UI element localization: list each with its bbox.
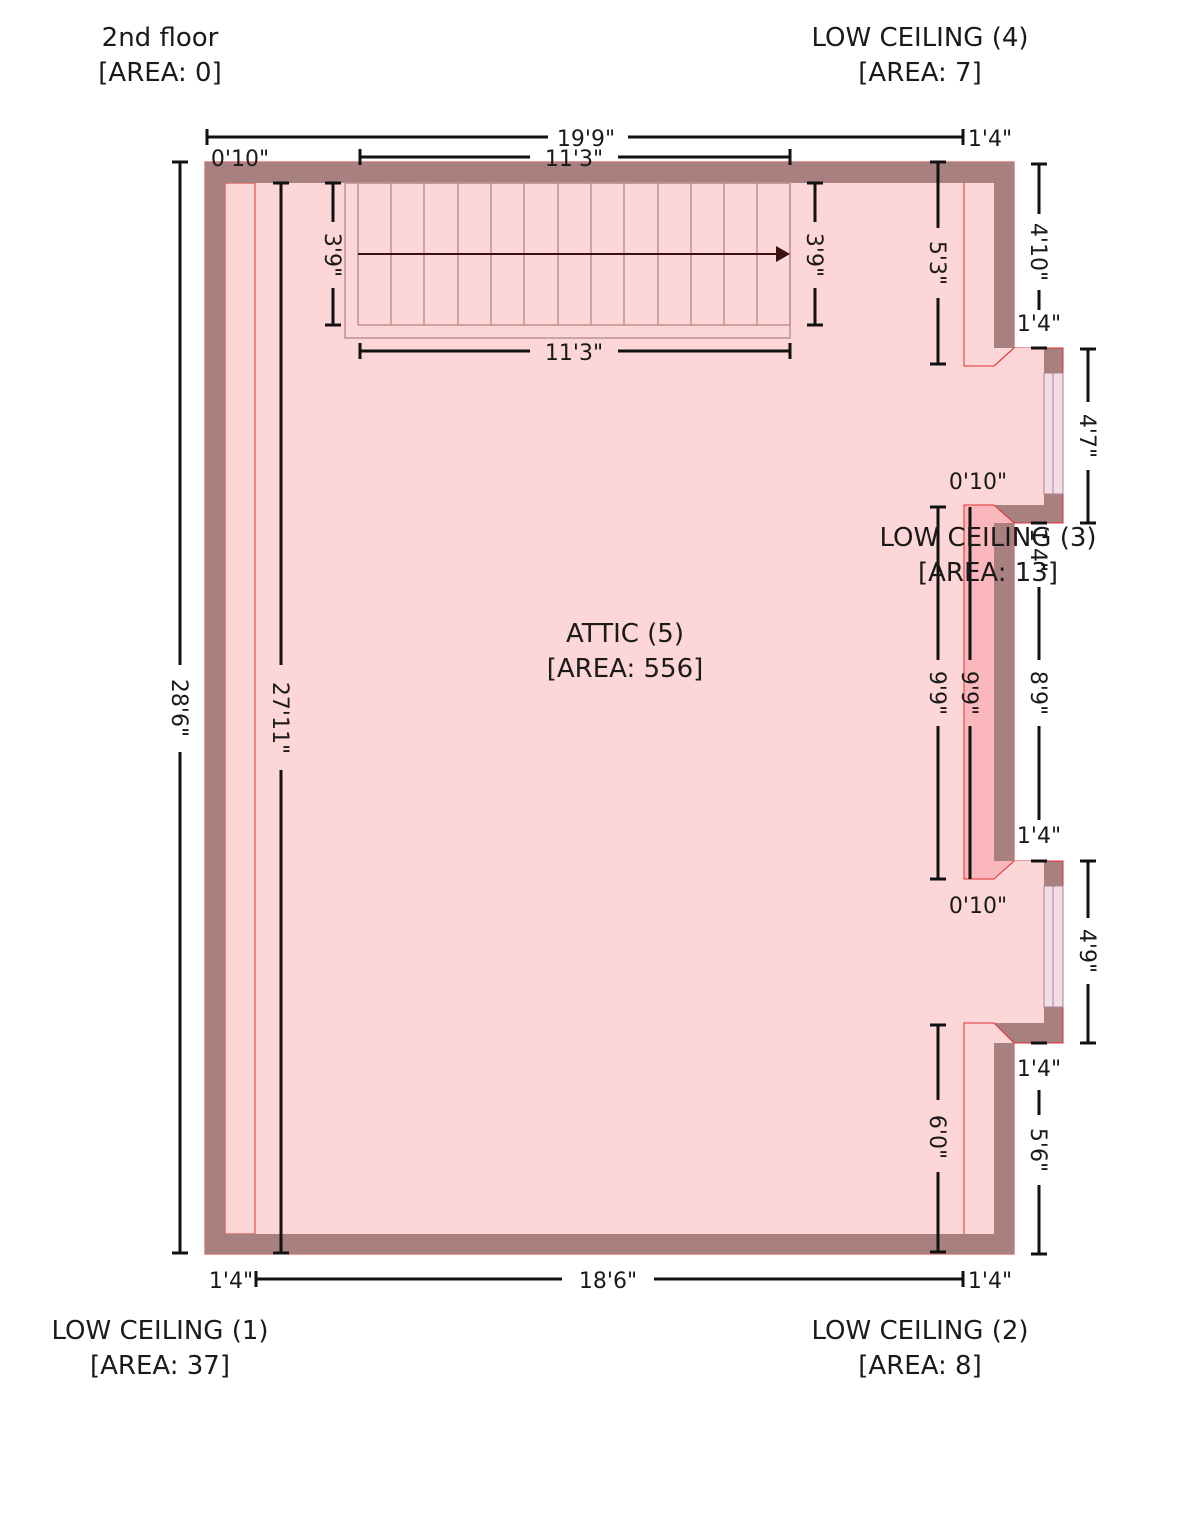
room-area-attic: [AREA: 556] [547,654,704,684]
dim-stair-top: 11'3" [545,147,603,172]
dim-right-8-9: 8'9" [1025,671,1050,715]
floor-name: 2nd floor [102,23,219,53]
floor-area: [AREA: 0] [98,58,221,88]
dim-top-right-wall: 1'4" [968,127,1012,152]
dim-bump1-bottom: 1'4" [1025,528,1050,572]
room-area-low-ceiling-2: [AREA: 8] [858,1351,981,1381]
dim-top-left-gap: 0'10" [211,147,269,172]
dim-stair-bottom: 11'3" [545,341,603,366]
dim-bump1-gap: 0'10" [949,470,1007,495]
room-label-attic: ATTIC (5) [566,619,684,649]
dim-right-5-3: 5'3" [924,241,949,285]
room-area-low-ceiling-1: [AREA: 37] [90,1351,230,1381]
attic-room [225,183,1044,1234]
room-area-low-ceiling-3: [AREA: 13] [918,558,1058,588]
dim-bump2-top: 1'4" [1017,824,1061,849]
room-area-low-ceiling-4: [AREA: 7] [858,58,981,88]
dim-bottom-left-wall: 1'4" [209,1269,253,1294]
low-ceiling-1-zone [224,182,256,1235]
dim-bump2-height: 4'9" [1074,929,1099,973]
room-label-low-ceiling-2: LOW CEILING (2) [811,1316,1028,1346]
dim-bump2-gap: 0'10" [949,894,1007,919]
dim-left-overall: 28'6" [166,679,191,737]
dim-bump1-height: 4'7" [1074,414,1099,458]
dim-bump1-top: 1'4" [1017,312,1061,337]
stair-direction-arrow-icon [776,246,790,262]
dim-bottom-right-wall: 1'4" [968,1269,1012,1294]
dim-stair-right: 3'9" [801,233,826,277]
dim-bump2-bottom: 1'4" [1017,1057,1061,1082]
dim-right-6-0: 6'0" [924,1115,949,1159]
dim-strip-9-9b: 9'9" [956,671,981,715]
room-label-low-ceiling-1: LOW CEILING (1) [51,1316,268,1346]
dim-top-overall: 19'9" [557,127,615,152]
dim-bottom-overall: 18'6" [579,1269,637,1294]
room-label-low-ceiling-3: LOW CEILING (3) [879,523,1096,553]
dim-left-inner: 27'11" [267,682,292,754]
room-label-low-ceiling-4: LOW CEILING (4) [811,23,1028,53]
staircase [344,182,791,339]
dim-right-5-6: 5'6" [1025,1128,1050,1172]
dim-stair-left: 3'9" [319,233,344,277]
dim-strip-9-9a: 9'9" [924,671,949,715]
dim-right-4-10: 4'10" [1025,223,1050,281]
